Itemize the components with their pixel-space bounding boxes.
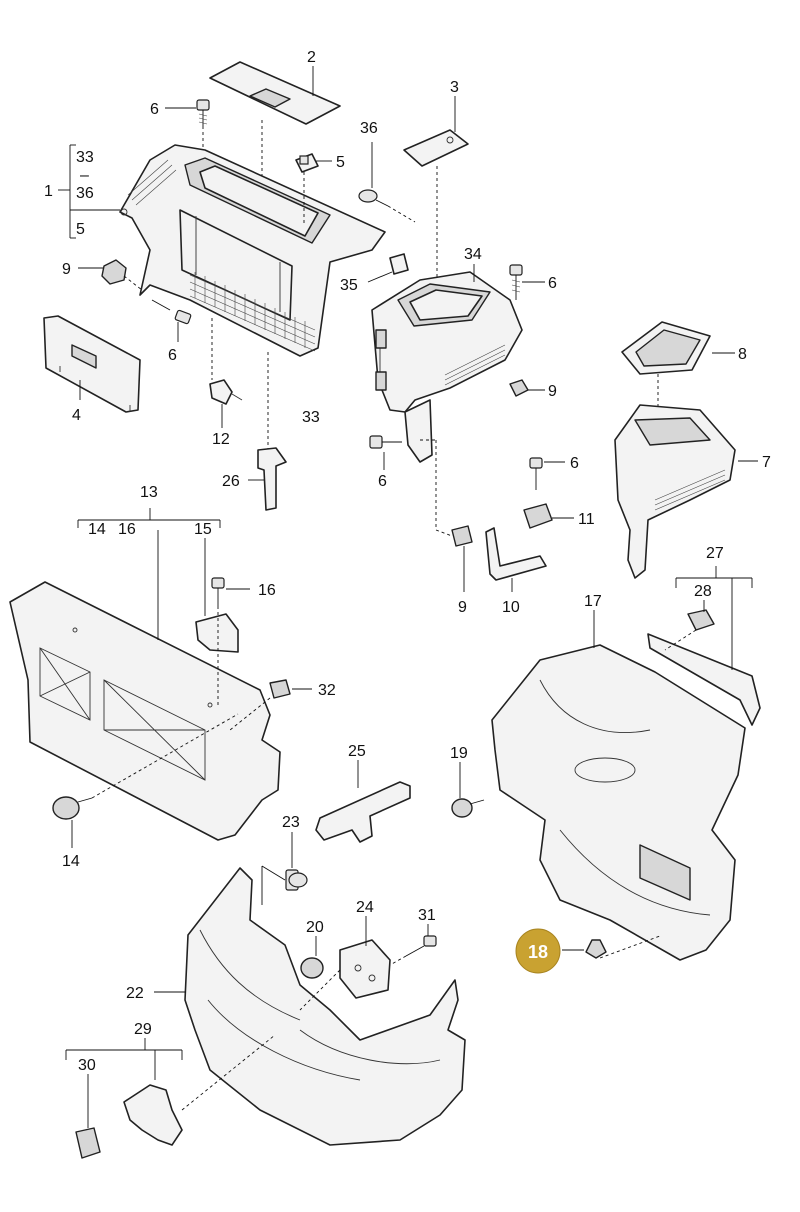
part-9-knob-left — [101, 259, 127, 285]
part-11-clip — [523, 503, 553, 529]
label-part-19: 19 — [450, 745, 468, 762]
part-9-clip-34 — [509, 379, 529, 397]
part-29-latch — [123, 1084, 183, 1146]
part-24-latch — [339, 939, 391, 999]
label-part-34: 34 — [464, 246, 482, 263]
part-13-side-panel — [9, 581, 281, 841]
label-part-3: 3 — [450, 79, 459, 96]
label-part-28: 28 — [694, 583, 712, 600]
part-18-plug — [585, 939, 607, 959]
label-part-10: 10 — [502, 599, 520, 616]
label-part-30: 30 — [78, 1057, 96, 1074]
label-part-29: 29 — [134, 1021, 152, 1038]
part-22-left-well — [184, 867, 466, 1146]
part-14-knob — [52, 796, 93, 820]
label-part-23: 23 — [282, 814, 300, 831]
label-part-11: 11 — [578, 511, 595, 528]
part-6-screw-left — [151, 299, 192, 325]
part-23-bolt — [285, 869, 308, 891]
label-part-20: 20 — [306, 919, 324, 936]
part-5-clip — [295, 153, 319, 173]
part-36-screw — [358, 189, 389, 207]
label-part-1-33: 33 — [76, 149, 94, 166]
part-6-screw-low — [369, 435, 402, 449]
label-part-13-16: 16 — [118, 521, 136, 538]
label-part-36: 36 — [360, 120, 378, 137]
label-part-31: 31 — [418, 907, 436, 924]
part-27-strip — [647, 633, 761, 726]
label-part-1-5: 5 — [76, 221, 85, 238]
part-7-console — [614, 404, 736, 579]
part-32-clip — [269, 679, 291, 699]
part-28-clip — [687, 609, 715, 631]
part-35-clip — [389, 253, 409, 275]
label-part-22: 22 — [126, 985, 144, 1002]
label-part-6-low: 6 — [378, 473, 387, 490]
label-part-2: 2 — [307, 49, 316, 66]
label-part-17: 17 — [584, 593, 602, 610]
label-part-15: 15 — [194, 521, 212, 538]
label-part-32: 32 — [318, 682, 336, 699]
part-20-plug — [300, 957, 324, 979]
label-part-6-11: 6 — [570, 455, 579, 472]
part-6-screw-34 — [509, 264, 523, 300]
label-part-26: 26 — [222, 473, 240, 490]
label-part-9-34: 9 — [548, 383, 557, 400]
part-10-bracket — [485, 527, 547, 581]
part-2-lid — [209, 61, 341, 125]
label-part-12: 12 — [212, 431, 230, 448]
part-1-upper-trim — [119, 144, 386, 357]
part-34-console — [371, 271, 523, 463]
part-31-screw — [405, 935, 437, 957]
part-9-clip-low — [451, 525, 473, 547]
label-part-14: 14 — [62, 853, 80, 870]
label-part-18: 18 — [528, 942, 548, 962]
part-17-right-well — [491, 644, 746, 961]
labels: 2 3 6 36 1 33 – 36 5 5 9 35 34 6 6 8 4 3… — [44, 49, 771, 1074]
upper-trim-grille — [189, 272, 316, 352]
part-26-bracket — [257, 447, 287, 511]
label-part-16: 16 — [258, 582, 276, 599]
label-part-13-14: 14 — [88, 521, 106, 538]
label-part-33: 33 — [302, 409, 320, 426]
label-part-6-34: 6 — [548, 275, 557, 292]
label-part-1-dash: – — [80, 167, 89, 184]
label-part-8: 8 — [738, 346, 747, 363]
label-part-25: 25 — [348, 743, 366, 760]
label-part-6-left: 6 — [168, 347, 177, 364]
part-6-screw-11 — [529, 457, 543, 490]
part-8-lid — [621, 321, 711, 375]
label-part-35: 35 — [340, 277, 358, 294]
label-part-1: 1 — [44, 183, 53, 200]
label-part-24: 24 — [356, 899, 374, 916]
highlight-circle — [515, 928, 561, 974]
part-3-lid — [403, 129, 469, 167]
label-part-27: 27 — [706, 545, 724, 562]
label-part-1-36: 36 — [76, 185, 94, 202]
part-16-screw — [211, 577, 225, 606]
label-part-4: 4 — [72, 407, 81, 424]
part-15-block — [195, 613, 239, 653]
label-part-6-top: 6 — [150, 101, 159, 118]
part-25-strap — [315, 781, 411, 843]
label-part-5: 5 — [336, 154, 345, 171]
part-30-clip — [75, 1127, 101, 1159]
label-part-7: 7 — [762, 454, 771, 471]
part-19-plug — [451, 798, 485, 818]
part-4-panel — [43, 315, 141, 413]
part-6-screw-top — [196, 99, 210, 126]
label-part-9-low: 9 — [458, 599, 467, 616]
label-part-9-left: 9 — [62, 261, 71, 278]
label-part-13: 13 — [140, 484, 158, 501]
highlighted-part-18-badge[interactable]: 18 — [515, 928, 561, 974]
part-12-clip — [209, 379, 243, 405]
